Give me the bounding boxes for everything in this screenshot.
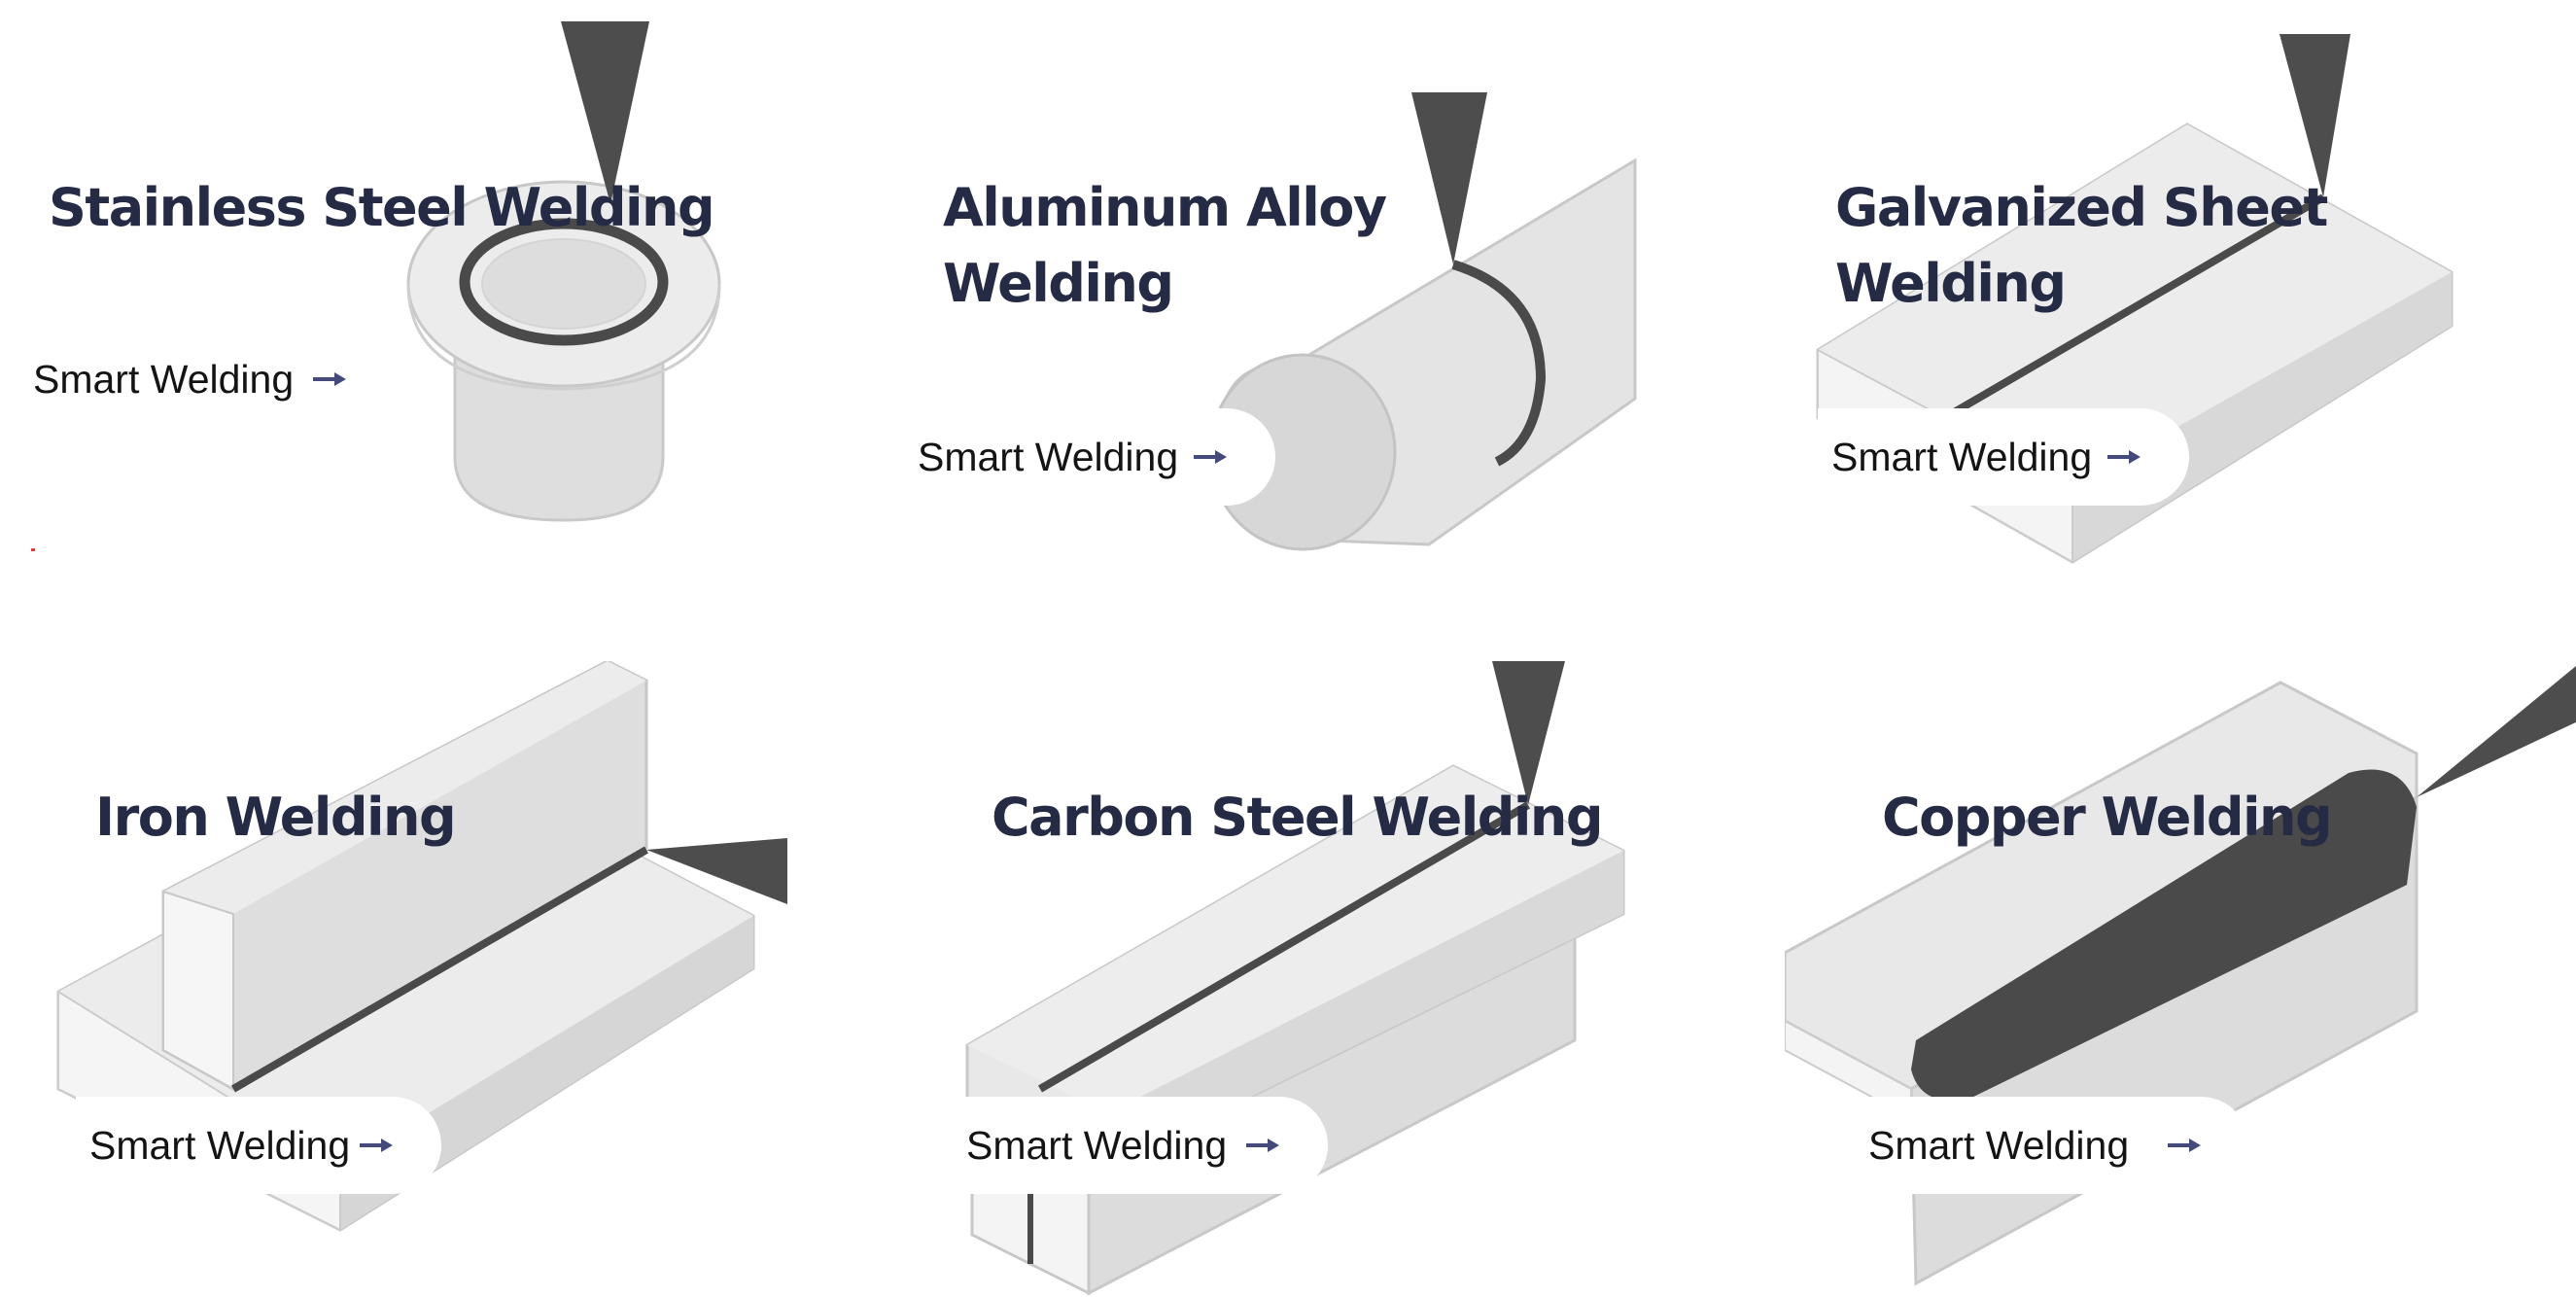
card-aluminum-alloy-welding[interactable]: Aluminum Alloy Welding Smart Welding [904,0,1643,583]
card-copper-welding[interactable]: Copper Welding Smart Welding [1785,661,2576,1297]
flange-pipe-illustration [406,21,721,522]
card-title: Carbon Steel Welding [992,787,1604,848]
card-carbon-steel-welding[interactable]: Carbon Steel Welding Smart Welding [953,661,1691,1297]
card-title: Copper Welding [1882,787,2333,848]
card-title: Aluminum Alloy Welding [943,177,1387,314]
arrow-right-icon [2107,447,2141,467]
smart-welding-link[interactable]: Smart Welding [19,331,395,428]
t-joint-illustration [56,661,787,1232]
smart-welding-link[interactable]: Smart Welding [904,408,1276,506]
smart-welding-link[interactable]: Smart Welding [953,1097,1329,1194]
arrow-right-icon [2168,1136,2202,1155]
smart-welding-link[interactable]: Smart Welding [1818,408,2190,506]
card-galvanized-sheet-welding[interactable]: Galvanized Sheet Welding Smart Welding [1798,0,2576,583]
smart-welding-link[interactable]: Smart Welding [1855,1097,2250,1194]
cta-label: Smart Welding [1831,434,2093,479]
red-speck [31,548,35,551]
card-title: Iron Welding [95,787,457,848]
cta-label: Smart Welding [966,1122,1228,1168]
arrow-right-icon [313,369,347,389]
cta-label: Smart Welding [89,1122,351,1168]
cta-label: Smart Welding [918,434,1179,479]
arrow-right-icon [1194,447,1228,467]
card-iron-welding[interactable]: Iron Welding Smart Welding [39,661,797,1297]
cta-label: Smart Welding [33,356,295,402]
butt-joint-illustration [965,661,1625,1296]
card-stainless-steel-welding[interactable]: Stainless Steel Welding Smart Welding [0,0,875,583]
arrow-right-icon [1246,1136,1280,1155]
arrow-right-icon [360,1136,394,1155]
bead-weld-illustration [1785,665,2576,1286]
card-title: Galvanized Sheet Welding [1835,177,2328,314]
cta-label: Smart Welding [1868,1122,2130,1168]
tube-illustration [1208,92,1637,551]
smart-welding-link[interactable]: Smart Welding [76,1097,442,1194]
card-title: Stainless Steel Welding [49,177,715,238]
